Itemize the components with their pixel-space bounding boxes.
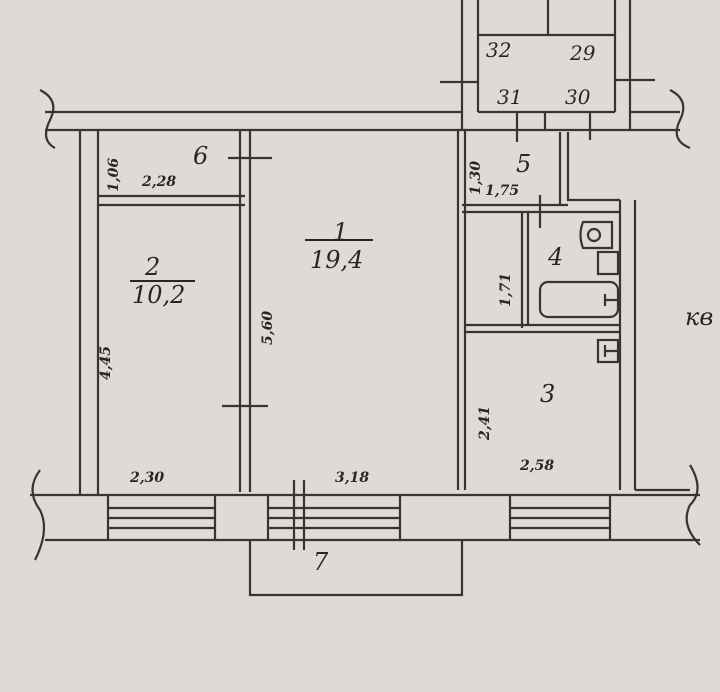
- sink-icon: [596, 250, 620, 276]
- room-5-dim-width: 1,75: [485, 183, 519, 199]
- neighbor-apartment-label: кв: [685, 303, 713, 331]
- room-3-dim-width: 2,58: [519, 458, 554, 474]
- room-4-number: 4: [547, 243, 563, 271]
- toilet-icon: [586, 227, 602, 243]
- room-6-dim-length: 1,06: [106, 158, 122, 192]
- top-wall: [39, 89, 691, 150]
- room-1-dim-length: 5,60: [260, 311, 276, 345]
- room-1-area: 19,4: [310, 246, 363, 274]
- stairwell: [440, 0, 655, 142]
- apt-29-label: 29: [569, 41, 596, 65]
- apt-30-label: 30: [565, 85, 591, 109]
- room-7-number: 7: [313, 548, 329, 576]
- apt-31-label: 31: [497, 85, 522, 109]
- room-2-number: 2: [144, 253, 160, 281]
- room-2-dim-width: 2,30: [129, 470, 164, 486]
- bottom-wall: [30, 464, 701, 597]
- room-6-number: 6: [193, 142, 208, 170]
- room-3-number: 3: [540, 380, 555, 408]
- room-6-dim-width: 2,28: [141, 174, 176, 190]
- room-2-dim-length: 4,45: [98, 346, 114, 380]
- room-5-number: 5: [516, 150, 531, 178]
- room-1-number: 1: [333, 218, 348, 246]
- room-3-dim-length: 2,41: [477, 406, 493, 441]
- room-2-area: 10,2: [132, 281, 185, 309]
- room-5-dim-length: 1,30: [468, 161, 484, 195]
- walls: [78, 130, 637, 495]
- balcony: [248, 540, 464, 597]
- room-1-dim-width: 3,18: [335, 470, 369, 486]
- apt-32-label: 32: [486, 38, 511, 62]
- bathroom-fixtures: [538, 220, 620, 364]
- pantry-dim-length: 1,71: [498, 273, 514, 307]
